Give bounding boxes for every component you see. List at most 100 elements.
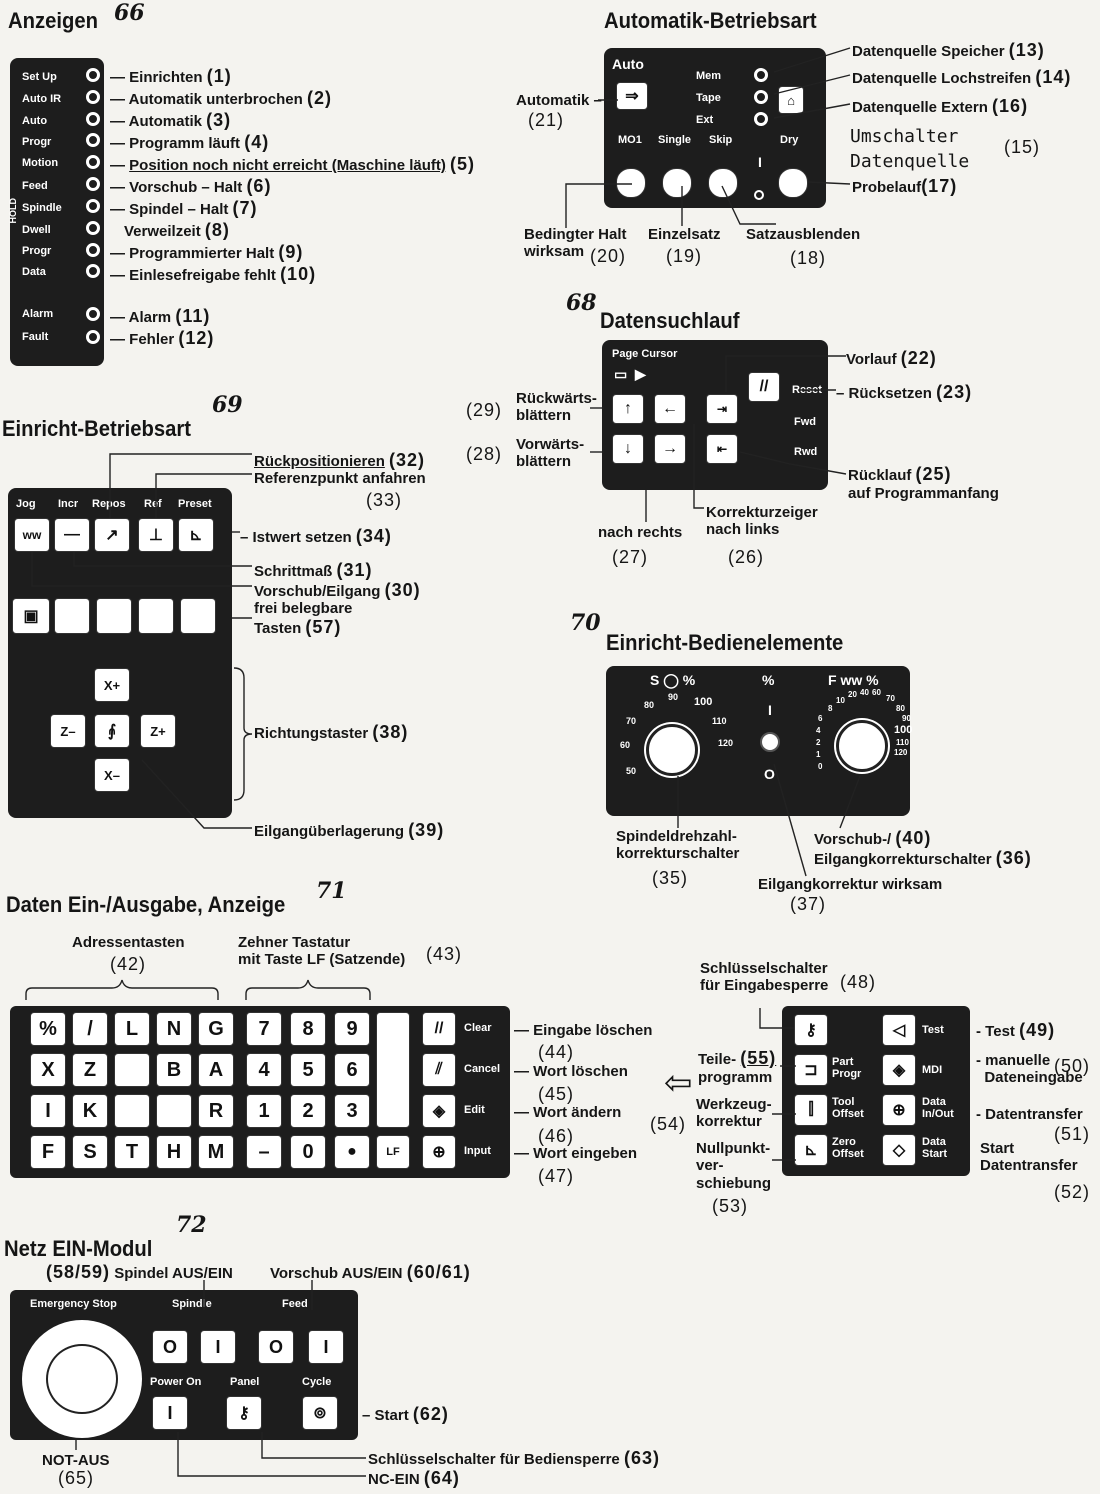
spindle-off-button[interactable]: O [152,1330,188,1364]
key-z[interactable]: Z [72,1053,108,1087]
rapid-button[interactable]: ⨙ [94,714,130,748]
key-4[interactable]: 4 [246,1053,282,1087]
key-m[interactable]: M [198,1135,234,1169]
feed-off-button[interactable]: O [258,1330,294,1364]
ref-button[interactable]: ⊥ [138,518,174,552]
key-n[interactable]: N [156,1012,192,1046]
ind-motion-label: Motion [22,157,59,169]
page-up-button[interactable]: ↑ [612,394,644,424]
key-i[interactable]: I [30,1094,66,1128]
d1-60: 60 [620,740,631,750]
x-plus-button[interactable]: X+ [94,668,130,702]
key-k[interactable]: K [72,1094,108,1128]
zero-offset-button[interactable]: ⊾ [794,1134,828,1166]
label-22: Vorlauf (22) [846,348,937,368]
key-percent[interactable]: % [30,1012,66,1046]
rapid-override-toggle[interactable] [760,732,780,752]
fwd-button[interactable]: ⇥ [706,394,738,424]
key-lf[interactable]: LF [376,1135,410,1169]
key-dot[interactable]: ● [334,1135,370,1169]
feed-on-button[interactable]: I [308,1330,344,1364]
input-lock-keyswitch[interactable]: ⚷ [794,1014,828,1046]
key-t[interactable]: T [114,1135,150,1169]
repos-button[interactable]: ↗ [94,518,130,552]
page-down-button[interactable]: ↓ [612,434,644,464]
key-2[interactable]: 2 [290,1094,326,1128]
key-5[interactable]: 5 [290,1053,326,1087]
clear-button[interactable]: // [422,1012,456,1046]
key-8[interactable]: 8 [290,1012,326,1046]
label-30: Vorschub/Eilgang (30) [254,580,421,600]
label-36: Eilgangkorrekturschalter (36) [814,848,1032,868]
key-minus[interactable]: – [246,1135,282,1169]
feed-override-knob[interactable] [836,720,888,772]
jog-button[interactable]: ww [14,518,50,552]
power-on-button[interactable]: I [152,1396,188,1430]
lock-button[interactable]: ▣ [12,598,50,634]
emergency-stop-button[interactable] [22,1320,142,1438]
spindle-override-knob[interactable] [646,724,698,776]
single-button[interactable] [662,168,692,198]
key-g[interactable]: G [198,1012,234,1046]
source-switch-button[interactable]: ⌂ [778,86,804,114]
label-50: - manuelle Dateneingabe [976,1052,1083,1087]
s-label: S ◯ % [650,672,696,688]
free-key-4[interactable] [180,598,216,634]
mdi-button[interactable]: ◈ [882,1054,916,1086]
led-12 [86,330,100,344]
mo1-button[interactable] [616,168,646,198]
key-a[interactable]: A [198,1053,234,1087]
cursor-left-button[interactable]: ← [654,394,686,424]
cursor-right-button[interactable]: → [654,434,686,464]
panel-keyswitch[interactable]: ⚷ [226,1396,262,1430]
skip-button[interactable] [708,168,738,198]
key-b[interactable]: B [156,1053,192,1087]
key-f[interactable]: F [30,1135,66,1169]
key-h[interactable]: H [156,1135,192,1169]
tool-offset-button[interactable]: ⫿ [794,1094,828,1126]
key-tall-blank[interactable] [376,1012,410,1128]
incr-button[interactable]: — [54,518,90,552]
z-minus-button[interactable]: Z– [50,714,86,748]
reset-button[interactable]: // [748,372,780,402]
key-0[interactable]: 0 [290,1135,326,1169]
key-slash[interactable]: / [72,1012,108,1046]
num-52: (52) [1054,1182,1091,1202]
edit-button[interactable]: ◈ [422,1094,456,1128]
key-r[interactable]: R [198,1094,234,1128]
power-on-label: Power On [150,1376,202,1388]
key-3[interactable]: 3 [334,1094,370,1128]
key-9[interactable]: 9 [334,1012,370,1046]
cancel-button[interactable]: ⫽ [422,1053,456,1087]
test-button[interactable]: ◁ [882,1014,916,1046]
key-s[interactable]: S [72,1135,108,1169]
key-blank-2[interactable] [114,1094,150,1128]
ref-label: Ref [144,498,162,510]
free-key-2[interactable] [96,598,132,634]
key-blank-3[interactable] [156,1094,192,1128]
spindle-on-button[interactable]: I [200,1330,236,1364]
data-inout-button[interactable]: ⊕ [882,1094,916,1126]
preset-button[interactable]: ⊾ [178,518,214,552]
z-plus-button[interactable]: Z+ [140,714,176,748]
input-button[interactable]: ⊕ [422,1135,456,1169]
free-key-3[interactable] [138,598,174,634]
part-progr-button[interactable]: ⊐ [794,1054,828,1086]
key-6[interactable]: 6 [334,1053,370,1087]
x-minus-button[interactable]: X– [94,758,130,792]
data-start-button[interactable]: ◇ [882,1134,916,1166]
auto-button[interactable]: ⇒ [616,82,648,110]
key-l[interactable]: L [114,1012,150,1046]
num-27: (27) [612,547,649,567]
dry-button[interactable] [778,168,808,198]
free-key-1[interactable] [54,598,90,634]
key-7[interactable]: 7 [246,1012,282,1046]
label-42: Adressentasten [72,934,185,951]
key-x[interactable]: X [30,1053,66,1087]
rwd-button[interactable]: ⇤ [706,434,738,464]
label-2: — Automatik unterbrochen (2) [110,88,332,108]
key-1[interactable]: 1 [246,1094,282,1128]
key-blank-1[interactable] [114,1053,150,1087]
cycle-start-button[interactable]: ⊚ [302,1396,338,1430]
